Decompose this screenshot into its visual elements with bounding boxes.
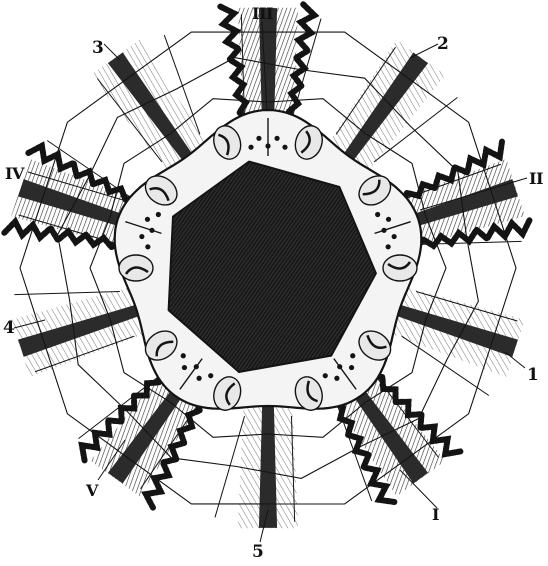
- pore-dot: [282, 145, 287, 150]
- pore-dot: [197, 376, 202, 381]
- pore-dot: [208, 373, 213, 378]
- label-number-1: 1: [527, 367, 539, 384]
- pore-dot: [375, 212, 380, 217]
- pore-dot: [386, 217, 391, 222]
- pore-dot: [334, 376, 339, 381]
- pore-dot: [181, 353, 186, 358]
- label-pointer: [104, 44, 120, 60]
- pore-dot: [349, 365, 354, 370]
- pore-dot: [274, 136, 279, 141]
- label-ambulacrum-III: III: [252, 6, 273, 22]
- pore-dot: [145, 217, 150, 222]
- label-ambulacrum-I: I: [432, 507, 439, 523]
- pore-dot: [145, 244, 150, 249]
- pore-dot: [156, 212, 161, 217]
- label-number-2: 2: [437, 36, 449, 53]
- pore-dot: [323, 373, 328, 378]
- label-pointer: [410, 44, 438, 58]
- label-number-5: 5: [252, 544, 264, 561]
- ring-plate: [383, 255, 417, 281]
- label-ambulacrum-IV: IV: [5, 166, 24, 182]
- label-number-3: 3: [92, 40, 104, 57]
- plate-suture: [14, 291, 119, 294]
- pore-dot: [182, 365, 187, 370]
- radial-band: [238, 391, 298, 529]
- pore-dot: [392, 234, 397, 239]
- pore-dot: [248, 145, 253, 150]
- pore-dot: [256, 136, 261, 141]
- label-ambulacrum-V: V: [86, 483, 98, 499]
- pore-dot: [386, 244, 391, 249]
- label-number-4: 4: [3, 320, 15, 337]
- pore-dot: [139, 234, 144, 239]
- ring-plate: [119, 255, 153, 281]
- label-ambulacrum-II: II: [529, 171, 543, 187]
- pore-dot: [350, 353, 355, 358]
